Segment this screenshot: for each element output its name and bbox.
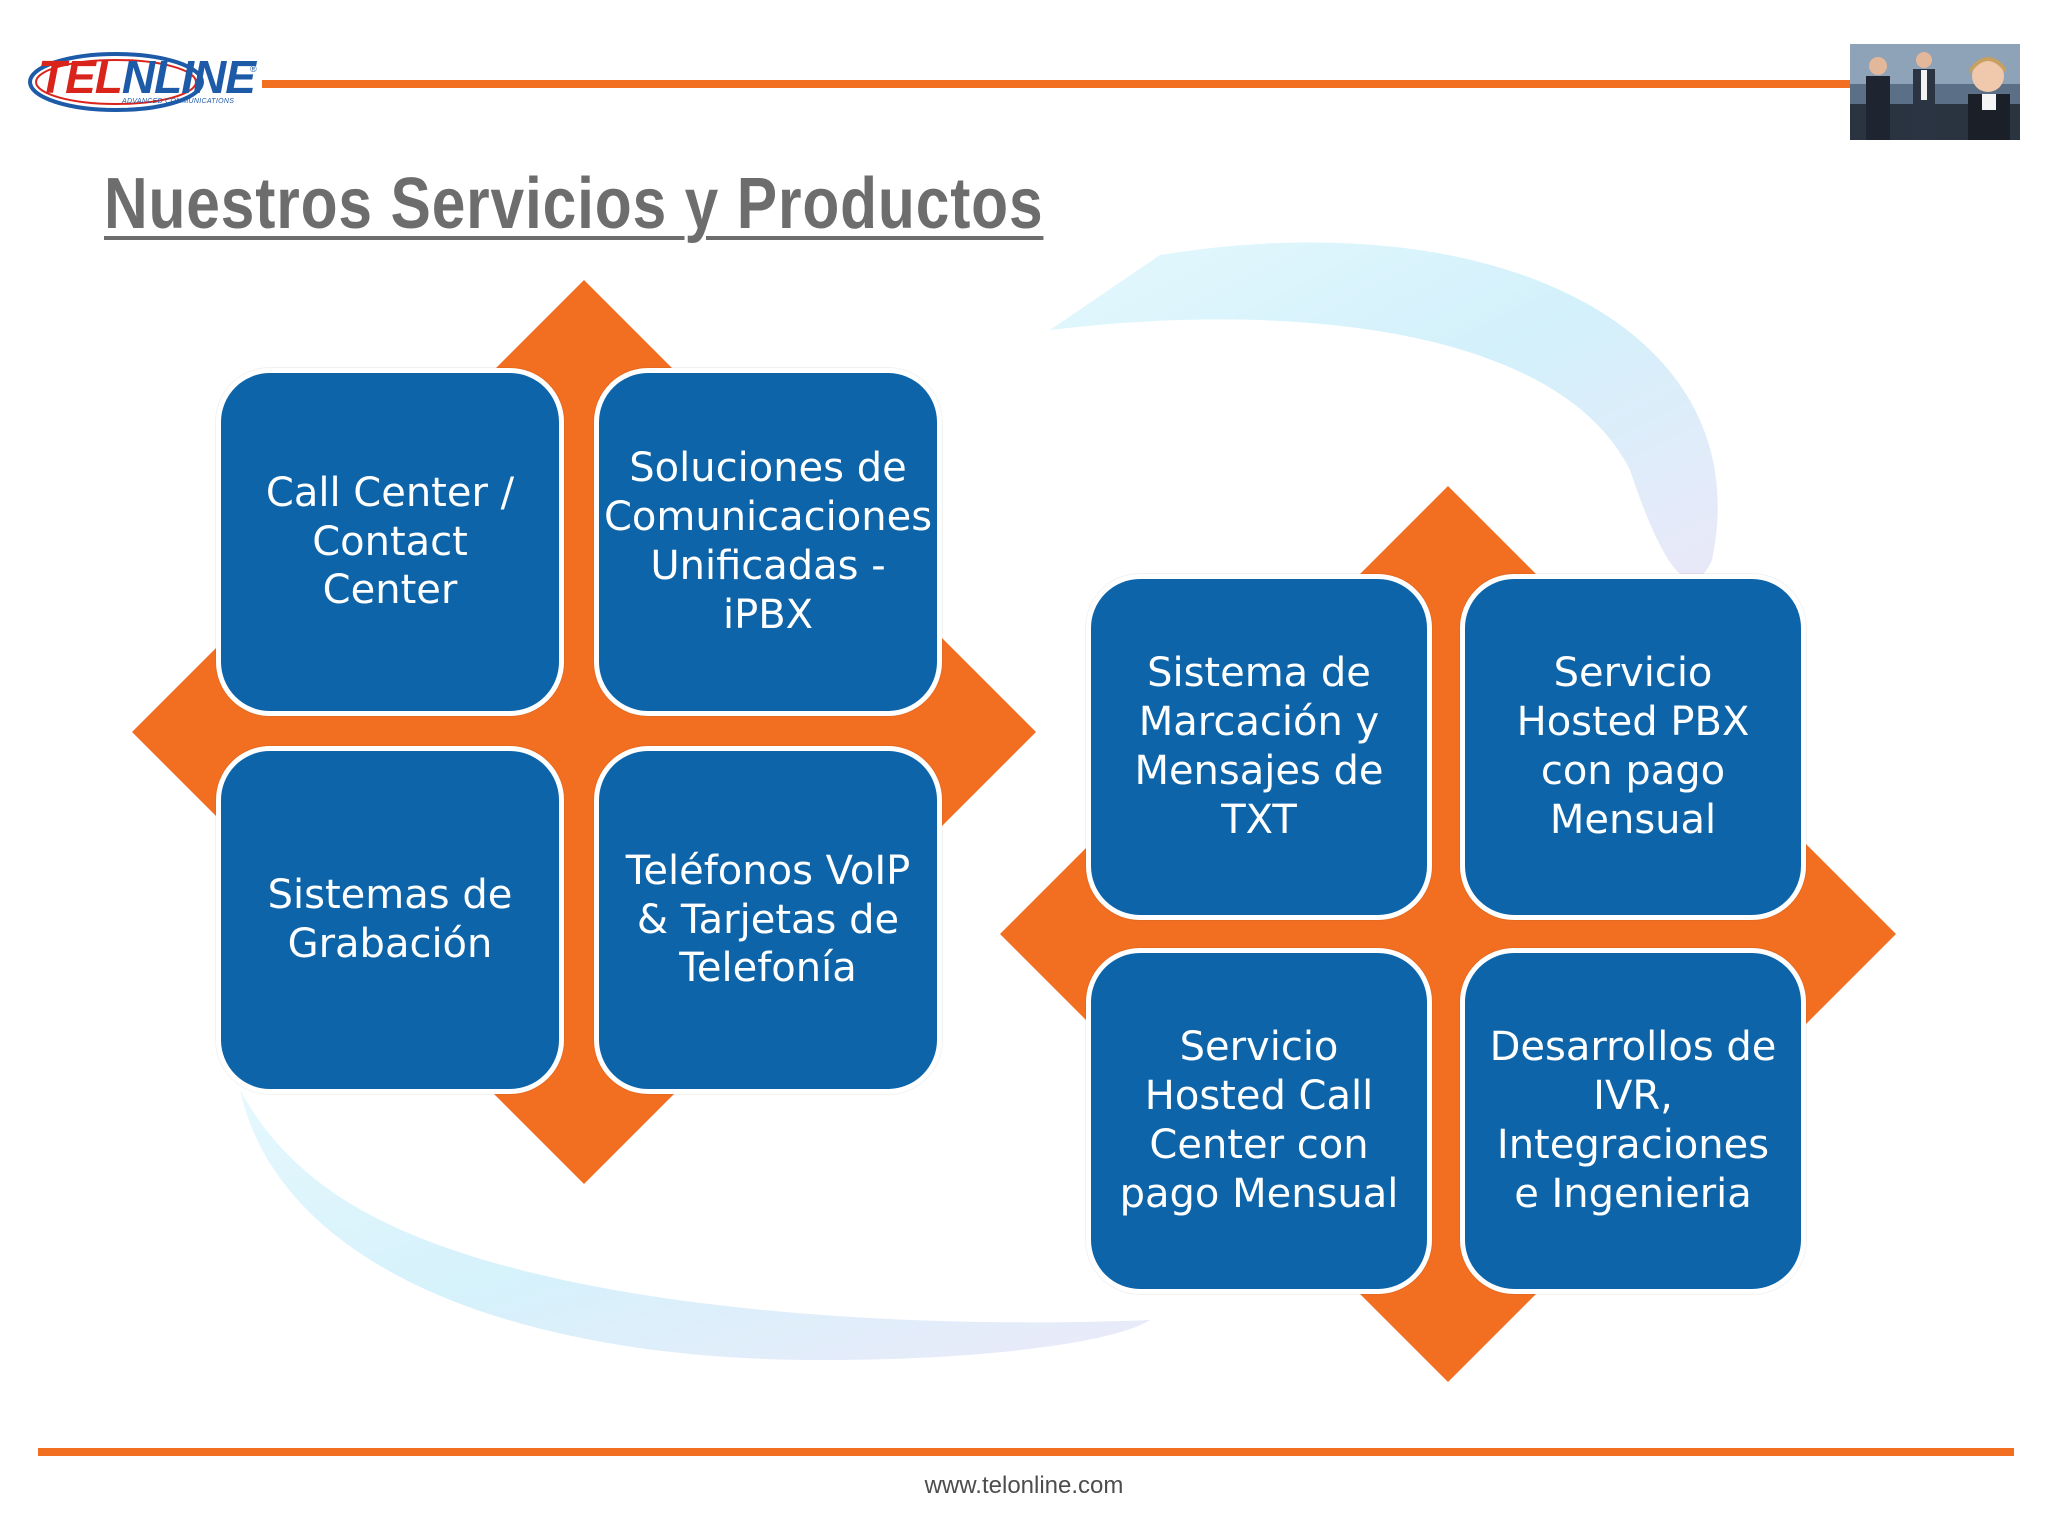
footer-url[interactable]: www.telonline.com xyxy=(924,1472,1124,1499)
orange-cross-arrows xyxy=(1000,486,1896,1382)
services-group-right: Sistema de Marcación y Mensajes de TXT S… xyxy=(1000,486,1896,1382)
services-group-left: Call Center / Contact Center Soluciones … xyxy=(132,280,1036,1184)
tile-unified-communications[interactable]: Soluciones de Comunicaciones Unificadas … xyxy=(594,368,942,716)
tile-call-center[interactable]: Call Center / Contact Center xyxy=(216,368,564,716)
tile-ivr-development[interactable]: Desarrollos de IVR, Integraciones e Inge… xyxy=(1460,948,1806,1294)
tile-dialer-sms[interactable]: Sistema de Marcación y Mensajes de TXT xyxy=(1086,574,1432,920)
telonline-logo: TELNLINE ® ADVANCED COMMUNICATIONS xyxy=(28,50,260,114)
orange-cross-arrows xyxy=(132,280,1036,1184)
tile-hosted-pbx[interactable]: Servicio Hosted PBX con pago Mensual xyxy=(1460,574,1806,920)
business-people-photo-icon xyxy=(1850,44,2020,140)
tile-voip-phones[interactable]: Teléfonos VoIP & Tarjetas de Telefonía xyxy=(594,746,942,1094)
logo-tagline: ADVANCED COMMUNICATIONS xyxy=(122,98,235,105)
footer-divider xyxy=(38,1448,2014,1456)
header-divider xyxy=(262,80,1852,88)
logo-ring-icon xyxy=(28,52,204,112)
logo-wordmark: TELNLINE xyxy=(38,51,256,103)
page-title: Nuestros Servicios y Productos xyxy=(104,164,1044,244)
tile-hosted-call-center[interactable]: Servicio Hosted Call Center con pago Men… xyxy=(1086,948,1432,1294)
header-photo xyxy=(1850,44,2020,140)
tile-recording-systems[interactable]: Sistemas de Grabación xyxy=(216,746,564,1094)
logo-registered-mark: ® xyxy=(250,64,257,74)
